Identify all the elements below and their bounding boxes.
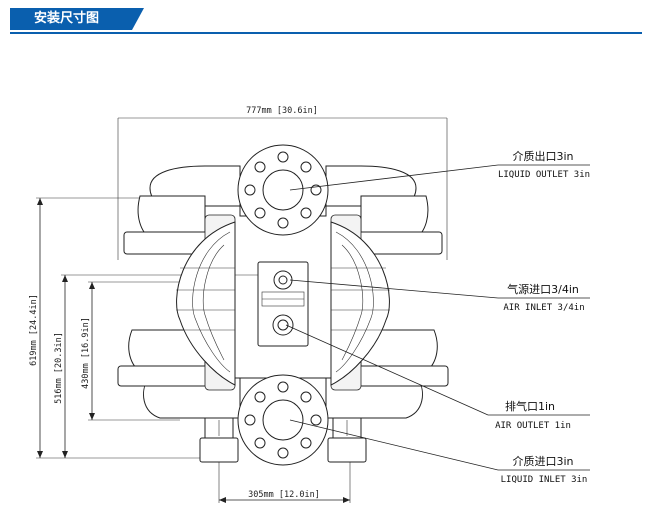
callout-liquid-inlet-cn: 介质进口3in	[512, 455, 573, 468]
callout-liquid-inlet: 介质进口3in LIQUID INLET 3in	[501, 455, 588, 485]
title-tab-decoration	[132, 8, 144, 30]
outlet-bolt-holes	[244, 151, 322, 229]
dimension-430-label: 430mm [16.9in]	[81, 317, 91, 389]
liquid-outlet-flange	[237, 144, 329, 236]
callout-liquid-outlet: 介质出口3in LIQUID OUTLET 3in	[498, 149, 590, 180]
dimension-left	[36, 197, 260, 459]
callout-liquid-inlet-en: LIQUID INLET 3in	[501, 475, 588, 485]
air-inlet-port	[273, 270, 293, 290]
title-rule	[10, 32, 642, 34]
dimension-bottom-width-label: 305mm [12.0in]	[248, 490, 320, 500]
callout-liquid-outlet-en: LIQUID OUTLET 3in	[498, 170, 590, 180]
overall-envelope	[117, 117, 448, 260]
dimension-top-width: 777mm [30.6in]	[246, 106, 318, 116]
callout-air-inlet-en: AIR INLET 3/4in	[503, 303, 584, 313]
air-outlet-port	[272, 314, 294, 336]
dimension-top-width-label: 777mm [30.6in]	[246, 106, 318, 116]
section-title: 安装尺寸图	[10, 8, 132, 30]
pump-body	[117, 165, 449, 463]
callout-air-inlet: 气源进口3/4in AIR INLET 3/4in	[503, 282, 584, 313]
callout-air-outlet-en: AIR OUTLET 1in	[495, 421, 571, 431]
dimension-516-label: 516mm [20.3in]	[54, 332, 64, 404]
callout-air-inlet-cn: 气源进口3/4in	[507, 282, 579, 296]
callout-air-outlet: 排气口1in AIR OUTLET 1in	[495, 399, 571, 431]
inlet-bolt-holes	[244, 381, 322, 459]
callout-liquid-outlet-cn: 介质出口3in	[512, 149, 573, 163]
liquid-inlet-flange	[237, 374, 329, 466]
callout-leaders	[285, 164, 590, 471]
dimension-619-label: 619mm [24.4in]	[29, 294, 39, 366]
section-header: 安装尺寸图	[0, 0, 646, 38]
callout-air-outlet-cn: 排气口1in	[505, 399, 555, 413]
